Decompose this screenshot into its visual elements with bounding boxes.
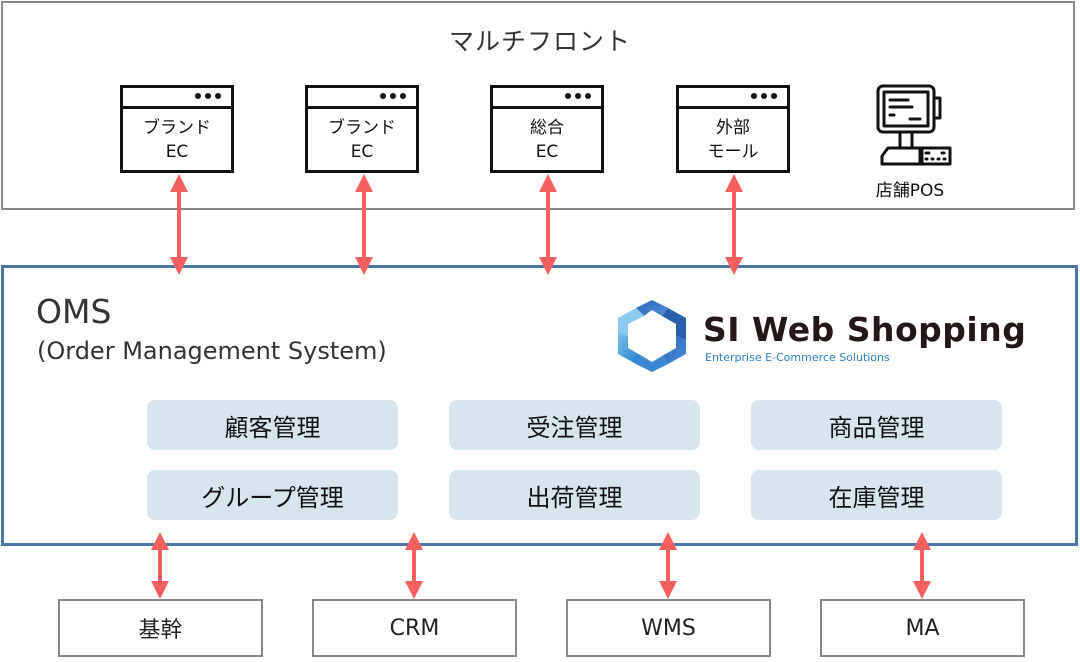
system-ma[interactable]: MA [820, 599, 1025, 657]
function-group-management[interactable]: グループ管理 [147, 470, 398, 520]
multi-front-title: マルチフロント [448, 27, 631, 56]
browser-window-icon [308, 88, 416, 109]
function-order-management[interactable]: 受注管理 [449, 400, 700, 450]
system-core[interactable]: 基幹 [58, 599, 263, 657]
browser-window-icon [493, 88, 601, 109]
oms-title: OMS [36, 292, 112, 331]
logo-name: SI Web Shopping [703, 310, 1027, 349]
logo-tagline: Enterprise E-Commerce Solutions [705, 351, 890, 364]
channel-label: 外部モール [707, 118, 759, 162]
si-web-shopping-logo-icon [618, 300, 686, 372]
browser-window-icon [123, 88, 231, 109]
function-product-management[interactable]: 商品管理 [751, 400, 1002, 450]
pos-terminal-icon [876, 84, 952, 166]
system-crm[interactable]: CRM [312, 599, 517, 657]
oms-subtitle: (Order Management System) [37, 337, 387, 365]
system-wms[interactable]: WMS [566, 599, 771, 657]
function-inventory-management[interactable]: 在庫管理 [751, 470, 1002, 520]
channel-external-mall[interactable]: 外部モール [676, 85, 790, 173]
pos-label: 店舗POS [875, 181, 945, 201]
function-customer-management[interactable]: 顧客管理 [147, 400, 398, 450]
browser-window-icon [679, 88, 787, 109]
function-shipping-management[interactable]: 出荷管理 [449, 470, 700, 520]
